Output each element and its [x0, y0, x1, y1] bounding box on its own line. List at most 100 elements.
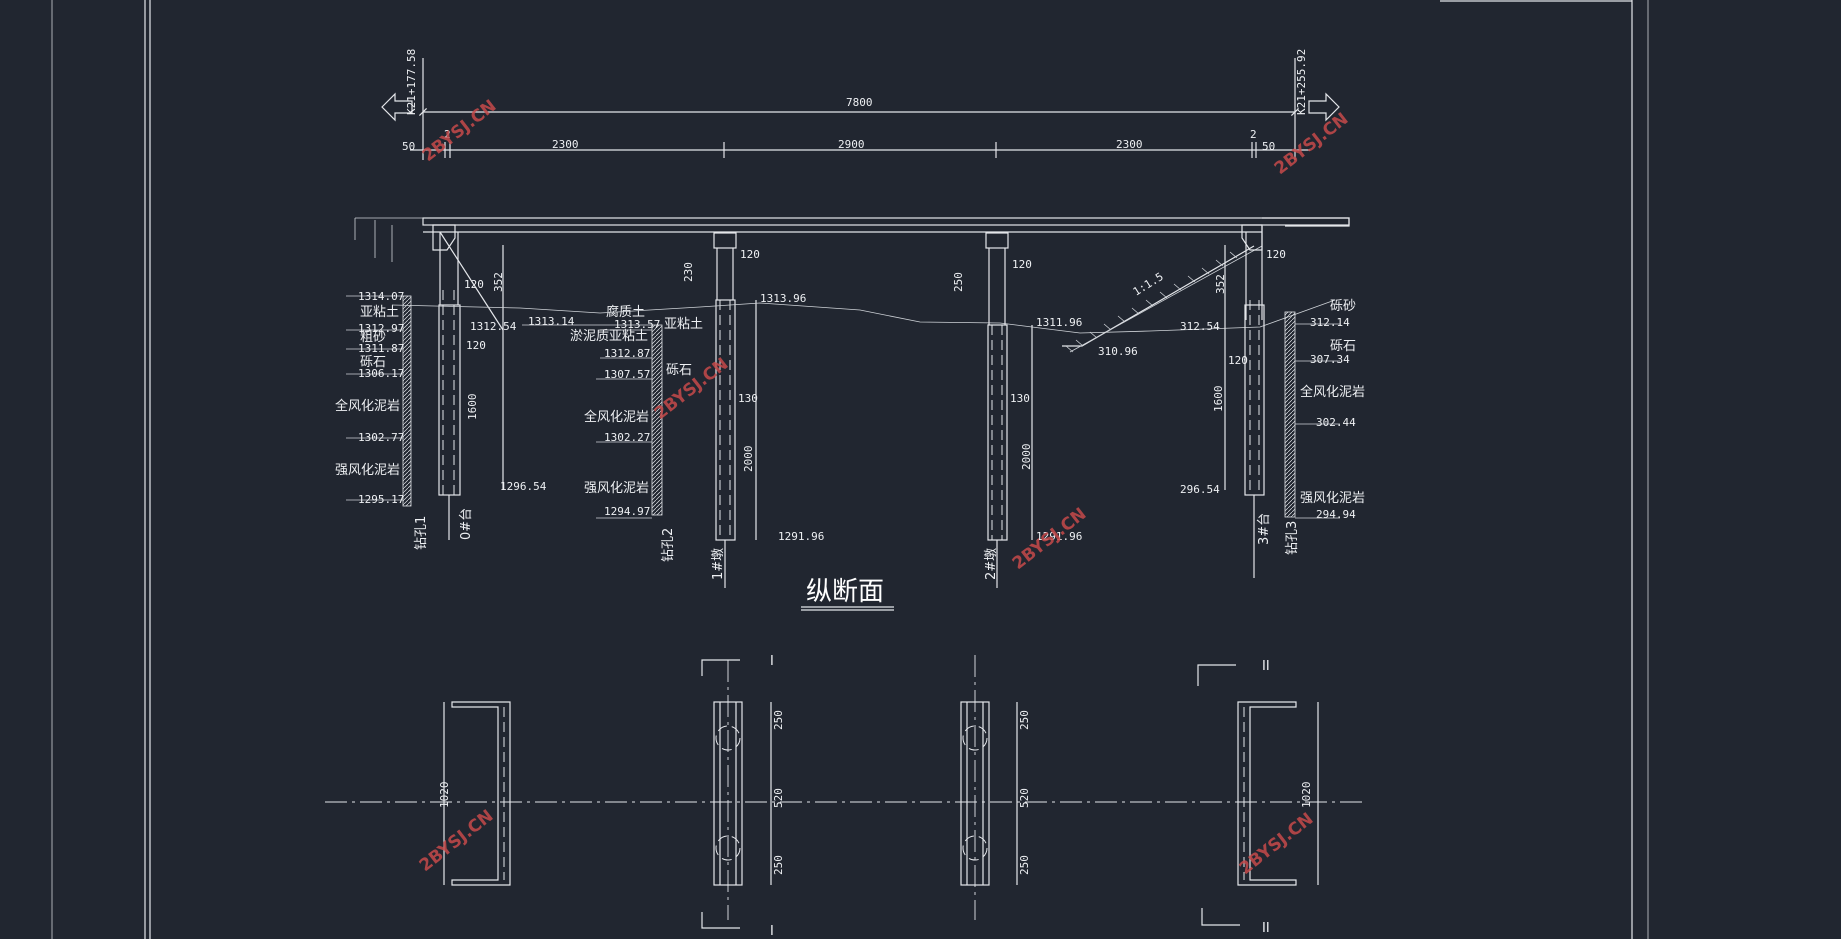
dim-gap-left: 2 [444, 128, 451, 141]
section-mark-2-bottom: II [1262, 921, 1270, 936]
dim-cap-d: 120 [1266, 248, 1286, 261]
dim-abut0-h: 352 [492, 272, 505, 292]
elev-bh2-0: 1313.14 [528, 315, 575, 328]
dim-span2: 2900 [838, 138, 865, 151]
dim-end-left: 50 [402, 140, 415, 153]
elev-bh1-0: 1314.07 [358, 290, 404, 303]
drawing-frame [51, 0, 1649, 939]
soil-bh2-1: 淤泥质亚粘土 [570, 329, 648, 344]
dim-pile0-a: 120 [464, 278, 484, 291]
watermark-2: 2BYSJ.CN [1271, 109, 1353, 179]
dim-pier2-h: 250 [952, 272, 965, 292]
bridge-deck [354, 217, 1350, 262]
soil-bh2-0: 腐质土 [606, 305, 645, 320]
elev-bh2-4: 1302.27 [604, 431, 650, 444]
label-pier2: 2#墩 [984, 548, 999, 580]
section-mark-2-top: II [1262, 659, 1270, 674]
borehole-3: 312.14 307.34 302.44 294.94 砾砂 砾石 全风化泥岩 … [1284, 299, 1365, 555]
watermark-5: 2BYSJ.CN [416, 806, 498, 876]
soil-bh2-4: 全风化泥岩 [584, 409, 649, 425]
elev-bh2-3: 1307.57 [604, 368, 650, 381]
elev-bh2-2: 1312.87 [604, 347, 650, 360]
plan-abut-width-right: 1020 [1300, 782, 1313, 809]
elev-bh1-2: 1311.87 [358, 342, 404, 355]
dim-pier2-d: 130 [1010, 392, 1030, 405]
dim-pile0-len: 1600 [466, 394, 479, 421]
elev-pier2-top: 1311.96 [1036, 316, 1082, 329]
soil-bh1-2: 砾石 [360, 355, 386, 370]
pier-1: 120 230 130 2000 1313.96 1291.96 1#墩 [682, 232, 824, 588]
dim-abut3-h: 352 [1214, 274, 1227, 294]
dim-span1: 2300 [552, 138, 579, 151]
elev-bh1-4: 1302.77 [358, 431, 404, 444]
dimension-lines: 7800 50 2 2300 2900 2300 2 50 [402, 96, 1310, 158]
dim-pile1-len: 2000 [742, 446, 755, 473]
drawing-title: 纵断面 [806, 577, 884, 607]
abutment-3: 120 352 120 1600 312.54 296.54 3#台 [1180, 224, 1286, 578]
label-bh2: 钻孔2 [661, 528, 676, 562]
label-bh1: 钻孔1 [414, 516, 429, 550]
dim-pier1-d: 130 [738, 392, 758, 405]
dim-cap-b: 120 [740, 248, 760, 261]
plan-p1-bot: 250 [772, 855, 785, 875]
dim-pile3-a: 120 [1228, 354, 1248, 367]
label-bh3: 钻孔3 [1285, 521, 1300, 555]
elev-slope-toe: 310.96 [1098, 345, 1138, 358]
station-right: K21+255.92 [1295, 49, 1308, 115]
elev-bh3-3: 294.94 [1316, 508, 1356, 521]
label-pier1: 1#墩 [711, 548, 726, 580]
soil-bh3-2: 全风化泥岩 [1300, 384, 1365, 400]
plan-p1-mid: 520 [772, 788, 785, 808]
dim-pile3-len: 1600 [1212, 386, 1225, 413]
pier-2: 120 250 130 2000 1311.96 1291.96 2#墩 [952, 232, 1082, 588]
elev-bh2-5: 1294.97 [604, 505, 650, 518]
section-title: 纵断面 [801, 577, 894, 611]
soil-bh1-4: 强风化泥岩 [335, 463, 400, 478]
elev-bh3-1: 307.34 [1310, 353, 1350, 366]
plan-view: 1020 250 520 250 250 520 250 1020 I I [325, 654, 1365, 939]
dim-cap-c: 120 [1012, 258, 1032, 271]
dim-span3: 2300 [1116, 138, 1143, 151]
elev-water: 1313.96 [760, 292, 806, 305]
station-left: K21+177.58 [405, 49, 418, 115]
soil-bh2-3: 砾石 [666, 363, 692, 378]
slope: 1:1.5 310.96 [1062, 245, 1263, 358]
soil-bh2-5: 强风化泥岩 [584, 481, 649, 496]
dim-total: 7800 [846, 96, 873, 109]
elev-bh3-0: 312.14 [1310, 316, 1350, 329]
elev-abut3-top: 312.54 [1180, 320, 1220, 333]
dim-cap-a: 120 [466, 339, 486, 352]
soil-bh3-1: 砾石 [1330, 339, 1356, 354]
plan-abut-width-left: 1020 [438, 782, 451, 809]
elev-pier2-bot: 1291.96 [1036, 530, 1082, 543]
dim-gap-right: 2 [1250, 128, 1257, 141]
elev-abut3-bot: 296.54 [1180, 483, 1220, 496]
plan-p2-bot: 250 [1018, 855, 1031, 875]
soil-bh1-0: 亚粘土 [360, 305, 399, 320]
ground-line [391, 299, 1336, 334]
borehole-1: 1314.07 1312.97 1311.87 1306.17 1302.77 … [335, 290, 429, 550]
label-abut3: 3#台 [1257, 513, 1272, 545]
elev-abut0-top: 1312.54 [470, 320, 517, 333]
abutment-0: 120 120 352 1600 1312.54 1296.54 0#台 [432, 224, 547, 540]
slope-ratio: 1:1.5 [1131, 270, 1166, 299]
watermark-1: 2BYSJ.CN [419, 96, 501, 166]
elev-abut0-bot: 1296.54 [500, 480, 547, 493]
plan-p2-top: 250 [1018, 710, 1031, 730]
soil-bh1-3: 全风化泥岩 [335, 398, 400, 414]
elev-pier1-bot: 1291.96 [778, 530, 824, 543]
label-abut0: 0#台 [459, 508, 474, 540]
plan-p2-mid: 520 [1018, 788, 1031, 808]
plan-p1-top: 250 [772, 710, 785, 730]
section-mark-1-bottom: I [770, 924, 774, 939]
dim-end-right: 50 [1262, 140, 1275, 153]
dim-pile2-len: 2000 [1020, 444, 1033, 471]
elev-bh1-3: 1306.17 [358, 367, 404, 380]
soil-bh2-2: 亚粘土 [664, 317, 703, 332]
elev-bh1-5: 1295.17 [358, 493, 404, 506]
soil-bh3-3: 强风化泥岩 [1300, 491, 1365, 506]
elev-bh1-1: 1312.97 [358, 322, 404, 335]
soil-bh3-0: 砾砂 [1330, 299, 1356, 314]
elev-bh2-1: 1313.57 [614, 318, 660, 331]
